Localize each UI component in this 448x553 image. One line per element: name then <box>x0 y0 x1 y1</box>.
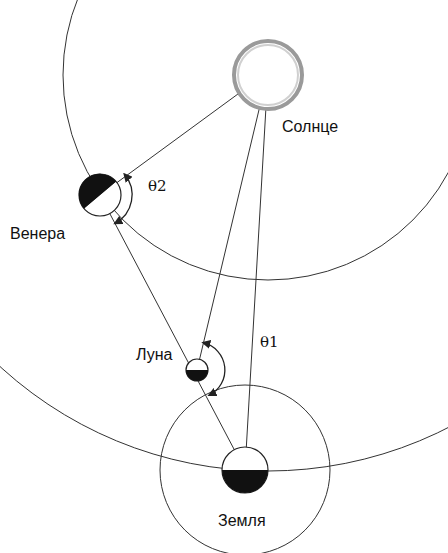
sun-moon-line <box>197 72 268 370</box>
angle-arc-moon <box>203 343 225 396</box>
venus-label: Венера <box>10 225 65 243</box>
sun-ring <box>238 45 298 105</box>
earth-orbit <box>0 0 448 471</box>
sun-disc <box>234 41 302 109</box>
angle-arc-venus <box>115 174 132 223</box>
moon-orbit <box>160 385 330 553</box>
moon-body <box>186 359 208 381</box>
venus-planet <box>79 174 121 216</box>
sun-label: Солнце <box>282 118 338 136</box>
venus-orbit <box>63 0 448 280</box>
venus-earth-line <box>100 195 245 470</box>
angle-label: θ1 <box>260 334 279 351</box>
moon-label: Луна <box>136 346 172 364</box>
earth-body <box>222 447 268 493</box>
angle-label: θ2 <box>148 178 167 195</box>
earth-label: Земля <box>218 512 266 530</box>
sun-earth-line <box>245 72 268 470</box>
